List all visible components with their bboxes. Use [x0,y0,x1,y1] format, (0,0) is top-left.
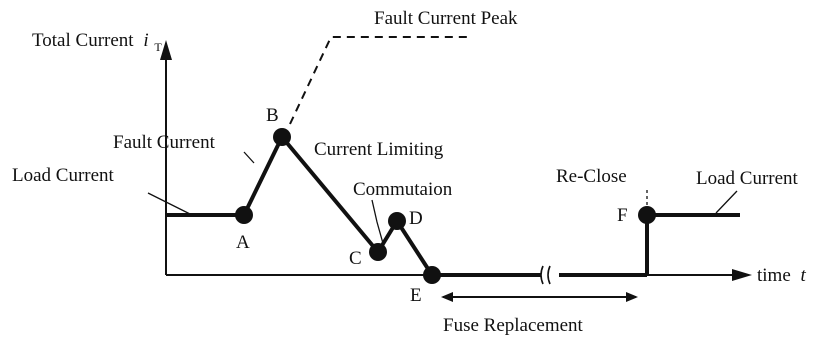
x-axis-label-symbol: t [801,265,807,286]
axis-break-icon [540,265,559,285]
fault-current-label: Fault Current [113,132,216,153]
point-b-label: B [266,105,279,126]
point-b-dot [273,128,291,146]
reclose-waveform [645,213,740,275]
point-c-dot [369,243,387,261]
point-a-label: A [236,232,250,253]
load-current-left-label: Load Current [12,165,115,186]
point-d-dot [388,212,406,230]
y-axis-label: Total Current i T [32,30,162,54]
point-c-label: C [349,248,362,269]
fault-peak-label: Fault Current Peak [374,8,518,29]
load-current-right-label: Load Current [696,168,799,189]
commutation-leader [371,199,385,248]
x-axis-label-text: time [757,265,791,286]
point-d-label: D [409,208,423,229]
point-e-dot [423,266,441,284]
load-current-left-leader [147,192,193,216]
fault-peak-leader [289,36,470,125]
point-f-dot [638,206,656,224]
commutation-label: Commutaion [353,179,453,200]
x-axis-arrow-icon [732,269,752,281]
x-axis-label: time t [757,265,807,286]
y-axis-label-subscript: T [154,40,162,54]
y-axis-arrow-icon [160,40,172,60]
load-current-right-leader [715,190,738,214]
fault-current-leader [243,151,255,164]
y-axis-label-text: Total Current [32,30,134,51]
re-close-label: Re-Close [556,166,627,187]
point-e-label: E [410,285,422,306]
point-f-label: F [617,205,628,226]
y-axis-label-symbol: i [143,30,148,51]
point-a-dot [235,206,253,224]
current-limiting-label: Current Limiting [314,139,444,160]
fuse-replacement-label: Fuse Replacement [443,315,584,336]
